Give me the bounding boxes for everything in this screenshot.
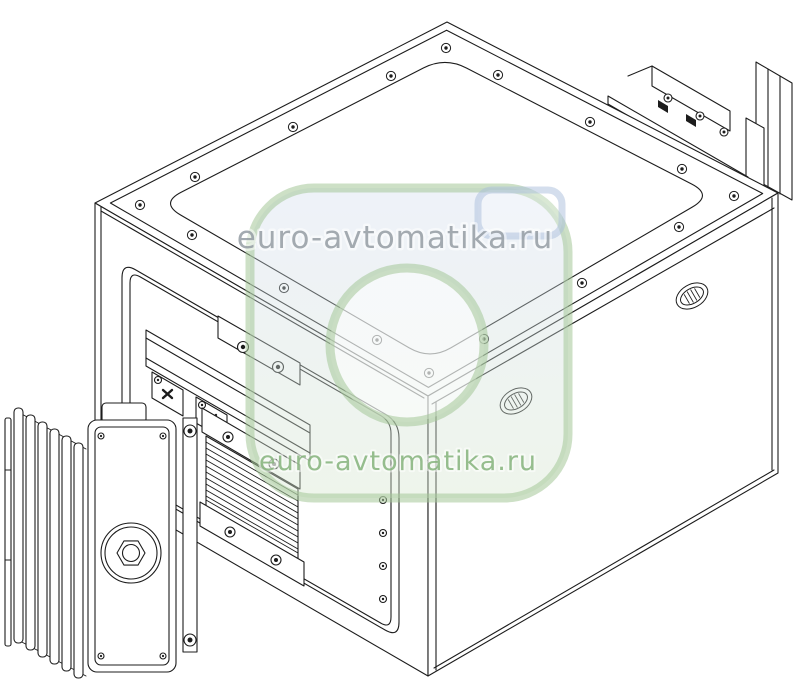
- flange-corner-bolt: [159, 432, 167, 440]
- cover-screw: [186, 229, 198, 241]
- cover-screw: [492, 69, 504, 81]
- watermark: euro-avtomatika.ru euro-avtomatika.ru: [234, 183, 573, 503]
- clamp-bolt: [270, 554, 282, 566]
- hex-bolt: [116, 540, 146, 566]
- rear-bolt: [719, 127, 729, 137]
- rear-bolt: [695, 111, 705, 121]
- connector-fin: [49, 428, 60, 665]
- watermark-logo-tab: [474, 186, 566, 240]
- stiffener-bolt: [183, 424, 197, 438]
- brand-mark: [161, 388, 174, 400]
- right-bottom-edge-line: [433, 469, 775, 669]
- flange-corner-bolt: [159, 652, 167, 660]
- rear-tab-line: [627, 65, 653, 77]
- hex-bolt-center: [121, 543, 141, 563]
- flange-corner-bolt: [97, 432, 105, 440]
- watermark-logo-lens: [325, 263, 489, 427]
- cover-screw: [287, 121, 299, 133]
- connector-fin: [61, 435, 72, 672]
- line-art: euro-avtomatika.ru euro-avtomatika.ru: [4, 21, 793, 679]
- cover-screw: [134, 199, 146, 211]
- rear-top-plate: [651, 65, 731, 132]
- mounting-strip: [4, 417, 12, 647]
- cover-screw: [676, 163, 688, 175]
- flexible-lamination-connector: [4, 402, 177, 679]
- stiffener-strip: [182, 417, 198, 653]
- brand-mark: [686, 114, 696, 127]
- flange-inner-line: [94, 426, 170, 666]
- block-bolt: [153, 375, 163, 385]
- cover-screw: [576, 277, 588, 289]
- cover-screw: [673, 221, 685, 233]
- lamination-lines: [205, 441, 299, 554]
- cover-screw: [728, 190, 740, 202]
- rear-channel-lines: [767, 68, 781, 195]
- rear-bolt: [663, 93, 673, 103]
- expansion-boss-inner: [104, 526, 158, 580]
- watermark-text-top: euro-avtomatika.ru: [237, 220, 554, 256]
- flange-corner-bolt: [97, 652, 105, 660]
- connector-fin: [13, 407, 24, 644]
- door-bolt: [378, 594, 388, 604]
- cover-screw: [584, 116, 596, 128]
- mounting-strip-notches: [4, 469, 12, 561]
- right-face: [427, 192, 779, 677]
- door-bolt: [378, 528, 388, 538]
- stiffener-bolt: [183, 633, 197, 647]
- cover-screw: [385, 70, 397, 82]
- clamp-bolt: [224, 526, 236, 538]
- seal-latch: [675, 282, 709, 310]
- cover-screw: [440, 42, 452, 54]
- watermark-text-bottom: euro-avtomatika.ru: [259, 446, 537, 477]
- cover-screw: [189, 171, 201, 183]
- connector-fin: [25, 414, 36, 651]
- clamp-bolt: [222, 431, 234, 443]
- door-bolt: [378, 561, 388, 571]
- brand-mark: [658, 100, 668, 113]
- connector-fin: [73, 442, 84, 679]
- connector-fin: [37, 421, 48, 658]
